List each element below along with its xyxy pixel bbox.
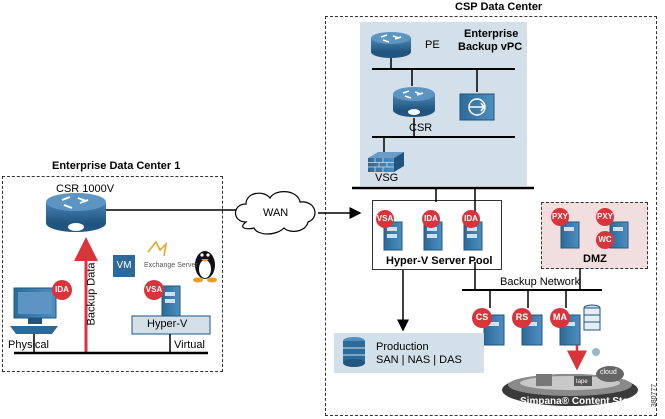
badge-wc xyxy=(596,231,614,249)
csr1000v-router-icon xyxy=(46,193,106,232)
badge-pxy-2 xyxy=(596,208,614,226)
dmz-server-1 xyxy=(560,221,580,249)
badge-ida-2 xyxy=(462,210,480,228)
wan-cloud-icon xyxy=(234,191,316,235)
badge-ida-enterprise xyxy=(52,280,72,300)
enterprise-dc-title: Enterprise Data Center 1 xyxy=(52,160,181,172)
badge-pxy-1 xyxy=(551,208,569,226)
wan-label: WAN xyxy=(263,207,289,219)
csp-data-center-title: CSP Data Center xyxy=(455,1,543,13)
hyperv-host-label: Hyper-V xyxy=(147,318,188,330)
badge-vsa xyxy=(376,210,394,228)
backup-vpc-title-line2: Backup vPC xyxy=(458,41,523,53)
vm-badge-box xyxy=(113,255,135,277)
production-label-line1: Production xyxy=(376,341,429,353)
enterprise-dc-frame xyxy=(2,176,223,372)
badge-cs-text: CS xyxy=(475,312,489,322)
pe-label: PE xyxy=(425,39,440,51)
production-storage-icon xyxy=(334,333,484,373)
backup-vpc-title-line1: Enterprise xyxy=(464,28,519,40)
content-store-cloud-text: cloud xyxy=(600,369,617,376)
badge-ida-1-text: IDA xyxy=(424,214,438,223)
badge-ma-text: MA xyxy=(553,312,567,322)
hyperv-pool-label: Hyper-V Server Pool xyxy=(386,255,493,267)
badge-wc-text: WC xyxy=(598,235,612,244)
vsg-label: VSG xyxy=(375,172,399,184)
backup-data-label: Backup Data xyxy=(85,262,98,326)
storage-stack-icon xyxy=(583,304,601,356)
badge-vsa-enterprise xyxy=(144,280,164,300)
exchange-server-logo xyxy=(147,240,168,257)
badge-ma xyxy=(550,308,570,328)
content-store-icon xyxy=(502,366,638,406)
badge-ida-2-text: IDA xyxy=(464,214,478,223)
badge-vsa-enterprise-text: VSA xyxy=(145,285,163,294)
hyperv-host-server-icon xyxy=(161,285,181,317)
physical-pc-icon xyxy=(10,287,58,334)
csr-router-icon xyxy=(393,87,435,117)
badge-vsa-text: VSA xyxy=(376,214,394,223)
pe-router-icon xyxy=(371,32,411,58)
badge-rs xyxy=(512,308,532,328)
backup-network-label: Backup Network xyxy=(500,276,581,288)
content-store-tape-text: tape xyxy=(576,379,588,385)
badge-cs xyxy=(472,308,492,328)
figure-id: 380777 xyxy=(651,383,659,408)
physical-label: Physical xyxy=(8,339,49,351)
badge-rs-text: RS xyxy=(515,312,529,322)
load-balancer-icon xyxy=(459,93,495,121)
dmz-label: DMZ xyxy=(583,253,607,265)
pool-server-ida-2 xyxy=(463,221,483,251)
linux-penguin-icon xyxy=(193,251,217,283)
content-store-label: Simpana® Content Store xyxy=(520,396,638,407)
hyperv-host-bar xyxy=(131,315,211,335)
badge-pxy-2-text: PXY xyxy=(596,212,613,221)
csr-label: CSR xyxy=(409,122,433,134)
exchange-label: Exchange Server xyxy=(144,262,198,269)
csr1000v-label: CSR 1000V xyxy=(56,183,115,195)
badge-pxy-1-text: PXY xyxy=(551,212,568,221)
virtual-label: Virtual xyxy=(174,339,205,351)
csp-data-center-frame xyxy=(325,16,657,416)
vm-label: VM xyxy=(116,260,132,271)
vsg-firewall-icon xyxy=(368,152,404,172)
badge-ida-enterprise-text: IDA xyxy=(55,285,69,294)
badge-ida-1 xyxy=(422,210,440,228)
production-label-line2: SAN | NAS | DAS xyxy=(376,354,462,366)
